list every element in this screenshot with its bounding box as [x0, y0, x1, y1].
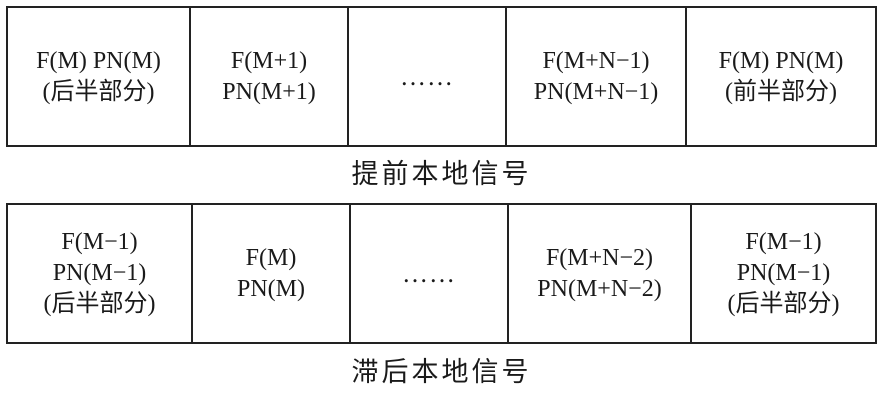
segment-line: F(M+N−1) — [542, 47, 650, 74]
delayed-local-signal-row: F(M−1) PN(M−1) (后半部分) F(M) PN(M) …… F(M+… — [6, 203, 877, 344]
segment-line: F(M+N−2) — [545, 244, 654, 271]
delayed-signal-caption: 滞后本地信号 — [351, 357, 532, 387]
ellipsis-cell: …… — [349, 8, 507, 145]
segment-cell: F(M+N−1) PN(M+N−1) — [507, 8, 687, 145]
ellipsis-cell: …… — [351, 205, 509, 342]
ellipsis: …… — [400, 62, 454, 91]
advanced-signal-caption: 提前本地信号 — [351, 159, 532, 189]
segment-line: PN(M+1) — [222, 78, 316, 105]
segment-cell: F(M+N−2) PN(M+N−2) — [509, 205, 692, 342]
segment-line: PN(M+N−2) — [537, 275, 662, 302]
segment-line: F(M) PN(M) — [36, 47, 161, 74]
segment-cell: F(M+1) PN(M+1) — [191, 8, 349, 145]
segment-line: F(M) PN(M) — [718, 47, 844, 74]
segment-line: PN(M) — [236, 275, 305, 302]
segment-line: PN(M−1) — [52, 260, 147, 286]
advanced-local-signal-row: F(M) PN(M) (后半部分) F(M+1) PN(M+1) …… F(M+… — [6, 6, 877, 147]
segment-line: F(M−1) — [61, 229, 138, 255]
segment-line: PN(M−1) — [736, 260, 831, 286]
segment-cell: F(M−1) PN(M−1) (后半部分) — [692, 205, 875, 342]
segment-cell: F(M) PN(M) — [193, 205, 351, 342]
segment-cell: F(M) PN(M) (后半部分) — [8, 8, 191, 145]
segment-line: (后半部分) — [42, 78, 155, 105]
segment-line: (后半部分) — [727, 291, 840, 317]
segment-line: (前半部分) — [725, 78, 837, 105]
segment-line: F(M−1) — [745, 229, 822, 255]
segment-line: (后半部分) — [43, 291, 156, 317]
ellipsis: …… — [402, 259, 456, 288]
segment-cell: F(M) PN(M) (前半部分) — [687, 8, 875, 145]
segment-cell: F(M−1) PN(M−1) (后半部分) — [8, 205, 193, 342]
segment-line: PN(M+N−1) — [533, 78, 659, 105]
segment-line: F(M+1) — [230, 47, 308, 74]
segment-line: F(M) — [245, 244, 297, 271]
